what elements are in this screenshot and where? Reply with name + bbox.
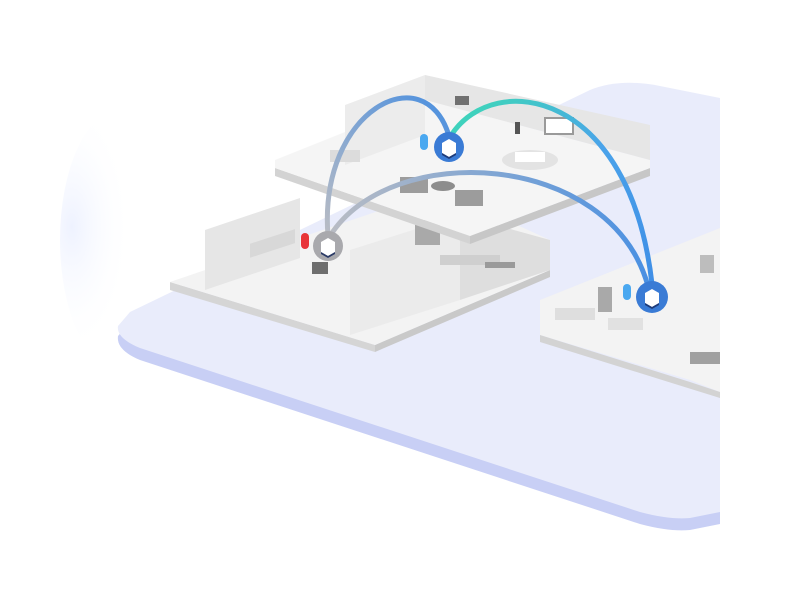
link-left-to-main bbox=[324, 95, 452, 239]
status-ok-icon bbox=[420, 134, 428, 150]
right-floor bbox=[540, 228, 720, 398]
right-margin bbox=[720, 0, 800, 600]
upper-floor bbox=[275, 75, 650, 244]
mesh-router-icon bbox=[645, 289, 659, 309]
link-main-to-right bbox=[449, 98, 655, 287]
mesh-node-main-router[interactable] bbox=[434, 132, 464, 162]
mesh-node-satellite-left[interactable] bbox=[313, 231, 343, 261]
mesh-links bbox=[324, 95, 655, 289]
link-left-to-right bbox=[327, 170, 651, 289]
status-ok-icon bbox=[623, 284, 631, 300]
mesh-node-satellite-right[interactable] bbox=[636, 281, 668, 313]
status-error-icon bbox=[301, 233, 309, 249]
status-indicators bbox=[301, 134, 631, 300]
mesh-router-icon bbox=[321, 238, 335, 258]
mesh-router-icon bbox=[442, 139, 456, 159]
